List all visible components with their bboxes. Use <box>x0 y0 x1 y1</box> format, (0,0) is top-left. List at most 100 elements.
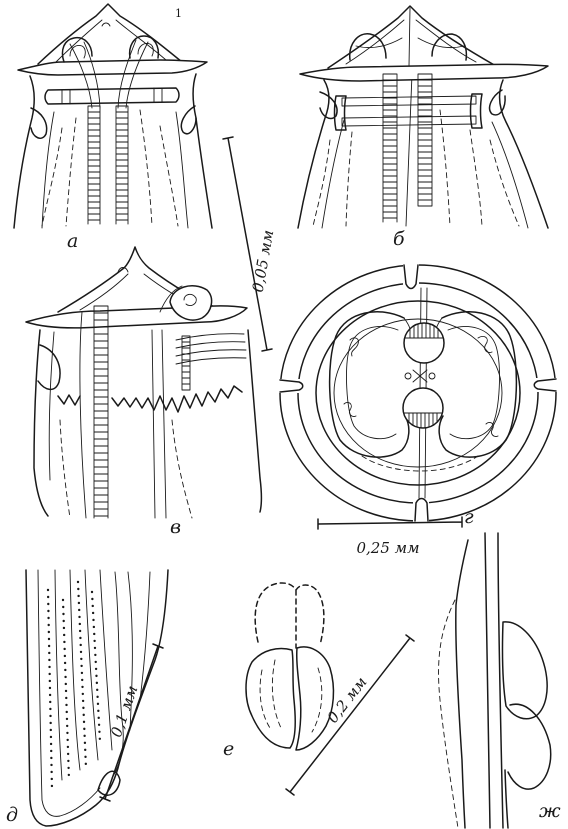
body-outline-right <box>192 73 213 229</box>
guide-ring-bands <box>175 333 247 365</box>
panel-label-v: в <box>170 516 181 538</box>
tail-dot-rows <box>46 580 102 792</box>
amphid-pouch <box>69 43 154 59</box>
guide-ring <box>44 87 180 105</box>
vulval-lobe-lower <box>507 703 552 790</box>
tail-outline <box>25 569 169 827</box>
cephalic-flange <box>299 63 549 82</box>
cuticle-line <box>41 111 189 229</box>
body-wall-right-lower <box>504 769 509 829</box>
scale-bar-top <box>222 136 273 352</box>
scale-bar-bottom-left <box>99 643 164 802</box>
panel-b: б <box>297 5 549 250</box>
median-split <box>405 7 413 227</box>
stylet <box>93 305 109 519</box>
stoma-disc-bottom-hatch <box>403 412 443 429</box>
body-outline-left <box>13 75 35 229</box>
guide-ring-caps <box>333 93 483 131</box>
lateral-organ-left <box>319 91 338 120</box>
stylet-left <box>87 105 101 225</box>
panel-label-zh: ж <box>539 800 561 822</box>
amphid-left <box>61 36 93 63</box>
lip-lobe-inner <box>346 317 500 440</box>
body-outline-left <box>297 79 330 229</box>
head-cap <box>57 246 223 313</box>
stylet-left <box>382 73 398 223</box>
apex-papilla <box>117 267 129 273</box>
body-wall-left <box>484 532 491 829</box>
tail-inner-lines <box>54 569 113 781</box>
oral-papilla-right <box>428 372 436 380</box>
body-outline-left <box>33 329 49 517</box>
guide-ring-joints <box>61 87 163 105</box>
scale-label-middle: 0,25 мм <box>356 539 419 557</box>
panel-label-a: а <box>67 230 78 252</box>
amphid-pair <box>349 33 468 61</box>
panel-zh: ж <box>438 532 561 829</box>
notch-top <box>403 262 419 285</box>
panel-label-b: б <box>393 228 405 250</box>
cuticle-line <box>321 119 529 229</box>
lateral-organ-left <box>30 107 48 139</box>
lateral-organ-right <box>488 89 506 116</box>
body-outline-right <box>498 79 549 229</box>
inner-lines <box>41 109 179 227</box>
notch-right <box>535 378 559 392</box>
stylet-right <box>115 105 129 225</box>
panel-label-e: е <box>223 738 234 760</box>
scale-bar-bottom-center <box>285 634 415 796</box>
lip-contour <box>345 19 477 65</box>
oral-cross <box>412 369 428 383</box>
panel-e: е <box>223 582 335 760</box>
inner-arc <box>361 455 479 472</box>
head-cap <box>37 3 183 65</box>
panel-v: в <box>25 246 263 538</box>
amphid-right <box>128 35 160 59</box>
oral-papilla-left <box>404 372 412 380</box>
guide-lines <box>69 39 149 109</box>
tail-outer-lines <box>111 571 151 779</box>
panel-a: 1 а <box>13 3 213 252</box>
guide-ring-bands <box>341 95 477 127</box>
panel-g: г <box>277 262 559 528</box>
lobe-inner-lines <box>259 659 323 733</box>
lateral-organ-left <box>37 344 61 391</box>
stoma-disc-top-hatch <box>404 322 444 339</box>
lateral-organ-right <box>180 105 197 135</box>
zigzag-boundary <box>57 385 243 413</box>
lobe-left <box>245 647 296 749</box>
guide-ring-ladder <box>181 335 191 391</box>
lip-lobe-left <box>328 311 410 458</box>
inner-contour <box>438 599 459 829</box>
notch-bottom <box>413 501 429 524</box>
lip-contour <box>55 19 167 63</box>
notch-edges <box>279 264 557 522</box>
outer-contour <box>455 539 469 829</box>
inner-lines <box>312 109 520 227</box>
cephalic-flange <box>25 305 248 329</box>
stylet-sheath <box>79 311 87 519</box>
tail-cuticle <box>37 569 101 817</box>
vulval-lobe-upper <box>501 621 548 720</box>
amphid-duct <box>159 285 183 313</box>
lip-ring <box>315 300 521 486</box>
numeral-mark: 1 <box>175 7 182 20</box>
panel-label-g: г <box>464 506 474 528</box>
body-outline-right <box>247 329 263 513</box>
stylet-right <box>417 73 433 207</box>
body-wall-right <box>497 532 504 829</box>
inner-lines <box>59 419 193 519</box>
amphid <box>169 285 213 321</box>
apex-papilla <box>101 22 111 27</box>
amphid-pouch <box>183 293 197 307</box>
amphid-ducts <box>355 37 465 49</box>
retracted-outline <box>254 582 325 649</box>
panel-d: д <box>6 569 169 827</box>
inner-ring <box>333 318 503 468</box>
scale-bar-middle <box>317 516 463 530</box>
lobe-right <box>295 646 335 751</box>
inner-straight-lines <box>151 329 167 519</box>
cephalic-flange <box>17 59 208 76</box>
head-cap <box>327 5 497 69</box>
